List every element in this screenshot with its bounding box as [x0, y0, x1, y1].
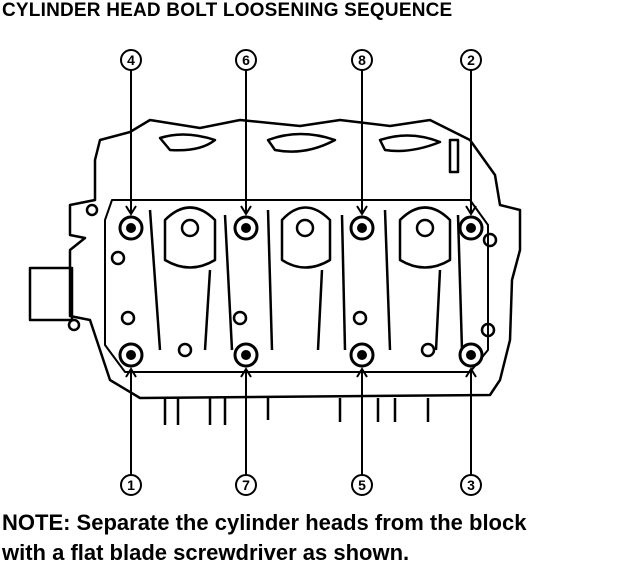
- bolt-6: [233, 215, 259, 241]
- callout-1: 1: [120, 367, 142, 496]
- rocker-arm-3: [383, 206, 464, 351]
- callout-6: 6: [235, 49, 257, 216]
- callout-3: 3: [460, 367, 482, 496]
- bolt-number-label: 1: [127, 477, 135, 493]
- dowel-post: [448, 138, 460, 174]
- bolt-number-label: 8: [358, 52, 366, 68]
- bolt-number-label: 5: [358, 477, 366, 493]
- bolt-number-label: 7: [242, 477, 250, 493]
- bolt-4: [118, 215, 144, 241]
- bolt-number-label: 3: [467, 477, 475, 493]
- bolt-2: [458, 215, 484, 241]
- callout-2: 2: [460, 49, 482, 216]
- callout-4: 4: [120, 49, 142, 216]
- rocker-arm-2: [266, 206, 347, 351]
- bolt-5: [349, 342, 375, 368]
- bolt-7: [233, 342, 259, 368]
- bolt-3: [458, 342, 484, 368]
- shaft-stub: [28, 266, 74, 322]
- rocker-arm-1: [148, 206, 234, 351]
- intake-port: [158, 133, 217, 152]
- cylinder-head-outline: [68, 118, 522, 400]
- note-line-1: NOTE: Separate the cylinder heads from t…: [2, 510, 527, 535]
- diagram-title: CYLINDER HEAD BOLT LOOSENING SEQUENCE: [2, 0, 453, 21]
- note-text: NOTE: Separate the cylinder heads from t…: [2, 508, 526, 568]
- callout-5: 5: [351, 367, 373, 496]
- bolt-8: [349, 215, 375, 241]
- bolt-number-label: 2: [467, 52, 475, 68]
- bolt-number-label: 6: [242, 52, 250, 68]
- intake-port: [266, 132, 337, 153]
- intake-port: [378, 134, 442, 153]
- note-line-2: with a flat blade screwdriver as shown.: [2, 540, 410, 565]
- valve-stubs: [163, 398, 430, 425]
- cylinder-head-diagram: 4 6 8 2 1 7 5 3: [28, 49, 522, 496]
- bolt-1: [118, 342, 144, 368]
- callout-8: 8: [351, 49, 373, 216]
- bolt-number-label: 4: [127, 52, 135, 68]
- callout-7: 7: [235, 367, 257, 496]
